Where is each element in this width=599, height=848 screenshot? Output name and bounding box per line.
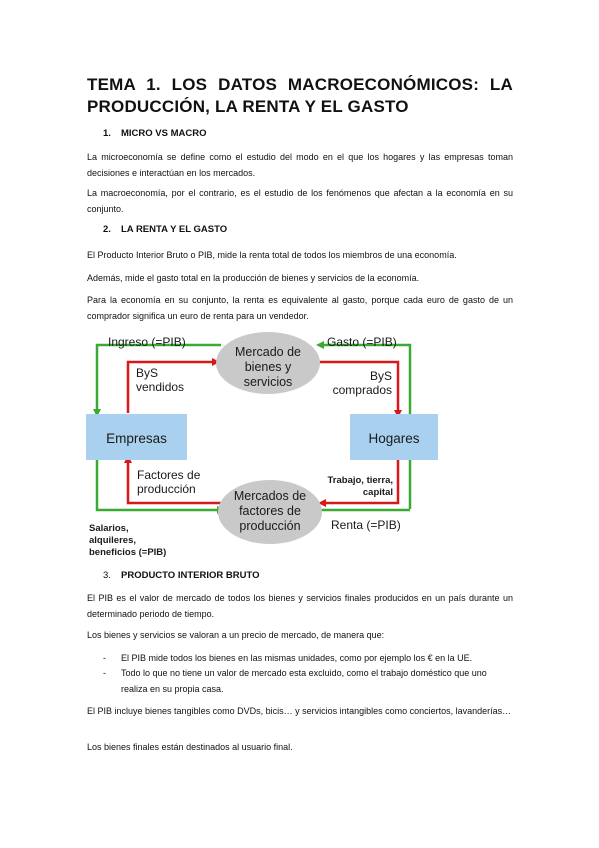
paragraph-renta-gasto: Para la economía en su conjunto, la rent… [87, 295, 513, 321]
section-number: 1. [103, 128, 111, 139]
factores-line-2: producción [137, 482, 196, 496]
mercado-bys-node [216, 332, 320, 394]
paragraph-tangibles: El PIB incluye bienes tangibles como DVD… [87, 706, 512, 716]
section-label: MICRO VS MACRO [121, 128, 207, 139]
section-heading-renta-gasto: 2. LA RENTA Y EL GASTO [103, 224, 227, 235]
paragraph-micro: La microeconomía se define como el estud… [87, 152, 513, 178]
red-flow-factores [124, 455, 222, 505]
bys-vendidos-line-1: ByS [136, 366, 158, 380]
empresas-label: Empresas [106, 431, 167, 446]
renta-label: Renta (=PIB) [331, 518, 401, 532]
trabajo-line-2: capital [363, 487, 393, 498]
bys-comprados-line-2: comprados [333, 383, 392, 397]
green-flow-ingreso [93, 343, 221, 417]
list-item: - El PIB mide todos los bienes en las mi… [103, 650, 513, 666]
paragraph-pib-valor: El PIB es el valor de mercado de todos l… [87, 593, 513, 619]
list-item: - Todo lo que no tiene un valor de merca… [103, 665, 513, 697]
salarios-line-3: beneficios (=PIB) [89, 547, 166, 558]
section-number: 3. [103, 570, 111, 581]
title-line-1: TEMA 1. LOS DATOS MACROECONÓMICOS: LA [87, 75, 513, 94]
bys-vendidos-line-2: vendidos [136, 380, 184, 394]
mercado-bys-line-1: Mercado de [235, 345, 301, 359]
list-dash: - [103, 668, 106, 678]
mercado-fp-node [218, 480, 322, 544]
list-text: Todo lo que no tiene un valor de mercado… [121, 668, 487, 694]
gasto-label: Gasto (=PIB) [327, 335, 397, 349]
paragraph-pib-definition: El Producto Interior Bruto o PIB, mide l… [87, 250, 457, 260]
document-title: TEMA 1. LOS DATOS MACROECONÓMICOS: LA PR… [87, 74, 513, 118]
trabajo-line-1: Trabajo, tierra, [328, 475, 393, 486]
red-flow-trabajo [318, 460, 400, 507]
section-number: 2. [103, 224, 111, 235]
empresas-box [86, 414, 187, 460]
salarios-line-2: alquileres, [89, 535, 136, 546]
hogares-label: Hogares [368, 431, 419, 446]
paragraph-pib-gasto: Además, mide el gasto total en la produc… [87, 273, 420, 283]
mercado-bys-line-3: servicios [244, 375, 293, 389]
red-flow-bys-vendidos [126, 358, 220, 413]
section-label: LA RENTA Y EL GASTO [121, 224, 228, 235]
green-flow-salarios [95, 460, 225, 514]
hogares-box [350, 414, 438, 460]
bys-comprados-line-1: ByS [370, 369, 392, 383]
list-dash: - [103, 653, 106, 663]
paragraph-finales: Los bienes finales están destinados al u… [87, 742, 293, 752]
factores-line-1: Factores de [137, 468, 201, 482]
section-heading-micro-macro: 1. MICRO VS MACRO [103, 128, 207, 139]
paragraph-macro: La macroeconomía, por el contrario, es e… [87, 188, 513, 214]
ingreso-label: Ingreso (=PIB) [108, 335, 186, 349]
list-text: El PIB mide todos los bienes en las mism… [121, 653, 473, 663]
mercado-fp-line-2: factores de [239, 504, 301, 518]
red-flow-bys-comprados [317, 360, 402, 418]
title-line-2: PRODUCCIÓN, LA RENTA Y EL GASTO [87, 97, 409, 116]
salarios-line-1: Salarios, [89, 523, 129, 534]
mercado-fp-line-3: producción [239, 519, 300, 533]
mercado-bys-line-2: bienes y [245, 360, 292, 374]
section-label: PRODUCTO INTERIOR BRUTO [121, 570, 260, 581]
mercado-fp-line-1: Mercados de [234, 489, 306, 503]
paragraph-valoran: Los bienes y servicios se valoran a un p… [87, 630, 385, 640]
section-heading-pib: 3. PRODUCTO INTERIOR BRUTO [103, 570, 259, 581]
